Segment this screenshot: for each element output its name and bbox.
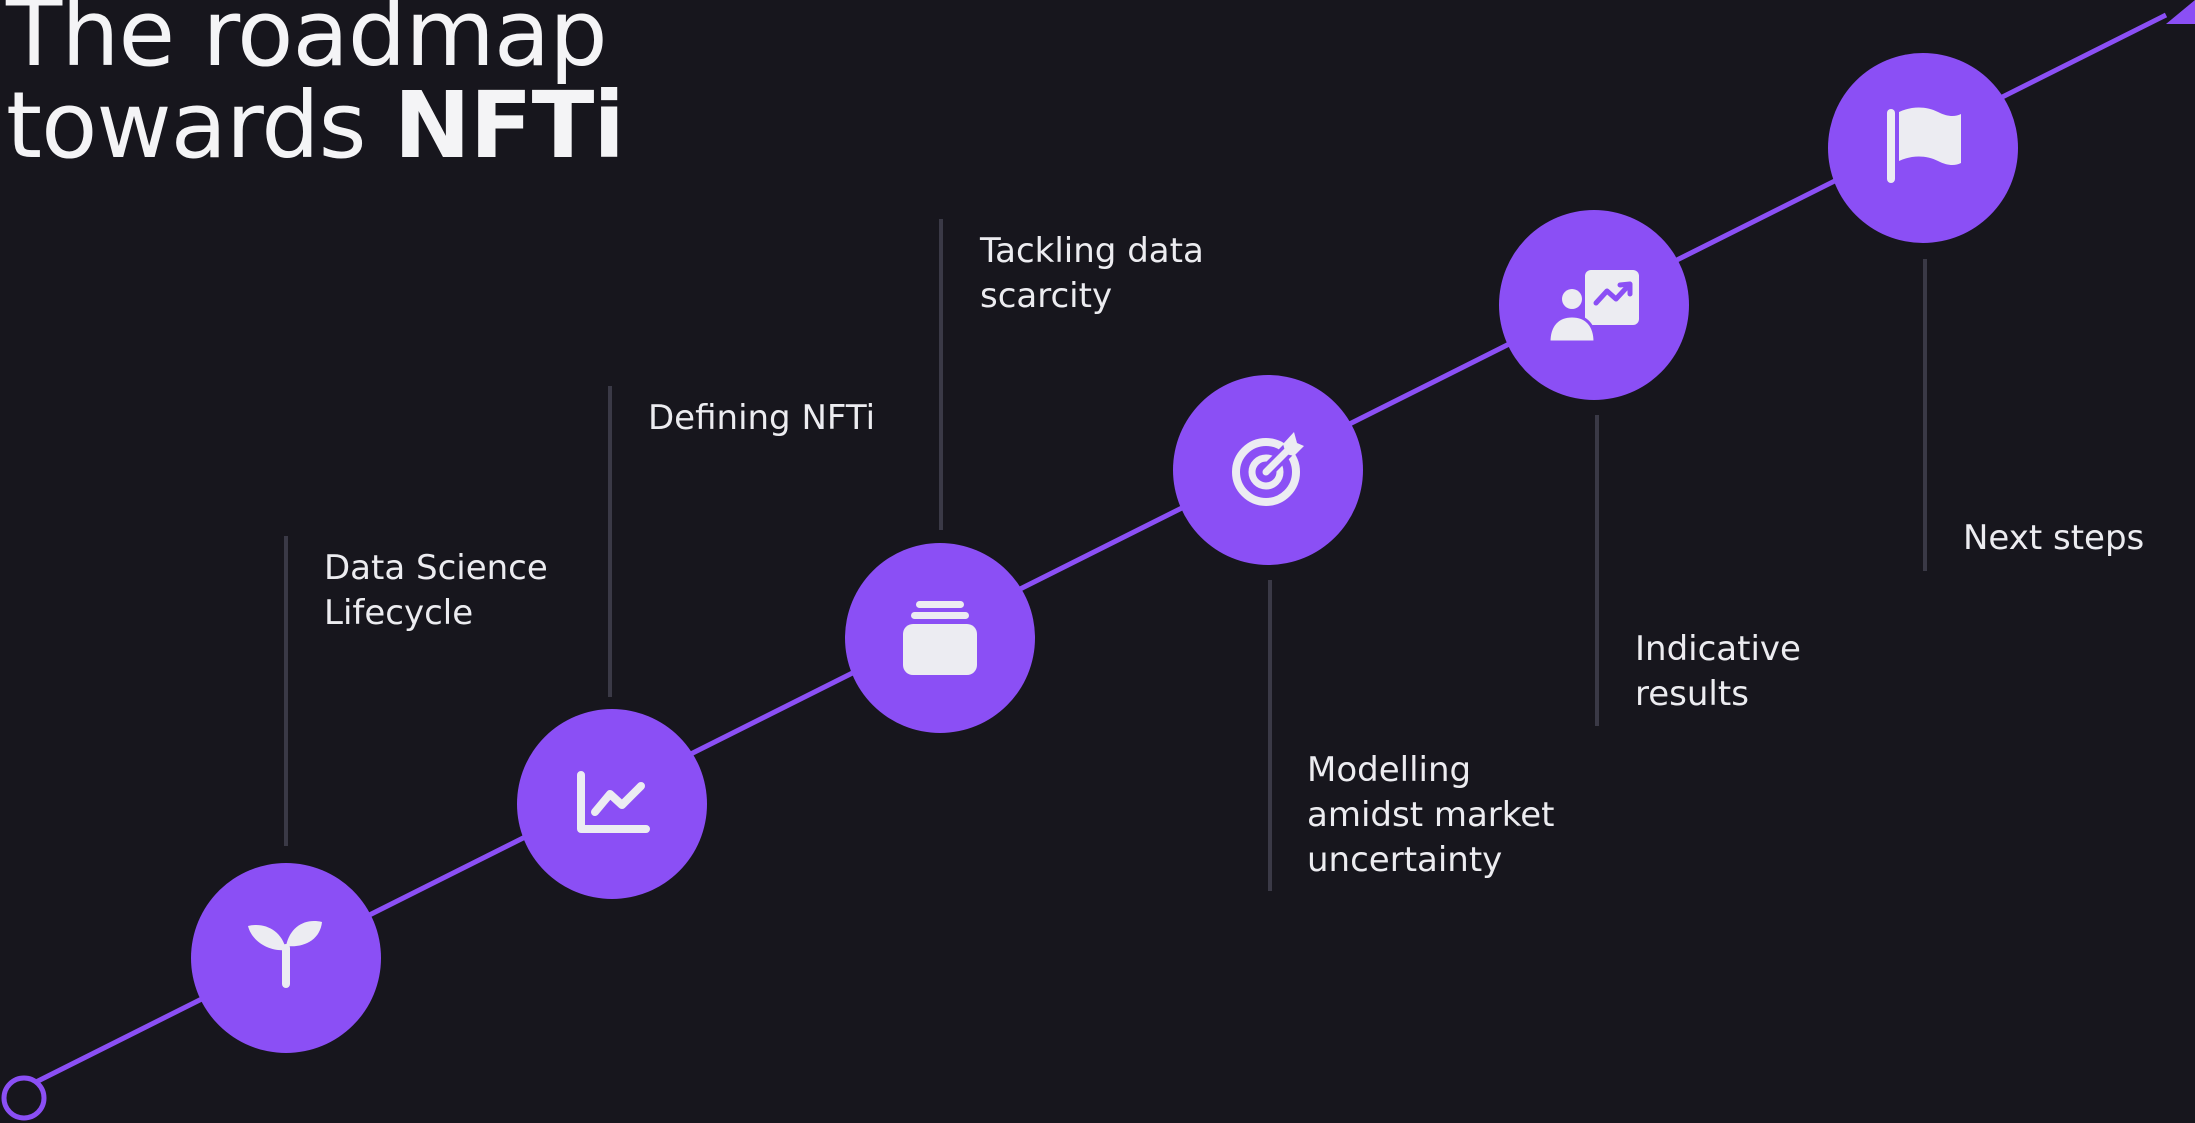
step-5-label: Indicative results [1635,629,1801,714]
presentation-chart-icon [1547,270,1639,344]
title-line-1: The roadmap [6,0,608,87]
step-2-label: Defining NFTi [648,398,876,438]
step-1-node [191,863,381,1053]
step-3-node [845,543,1035,733]
title-line-2-bold: NFTi [393,72,625,179]
title-line-2-regular: towards [6,72,394,179]
flag-icon [1887,107,1961,183]
step-6-label: Next steps [1963,518,2145,558]
step-6-node [1828,53,2018,243]
target-arrow-icon [1232,432,1304,506]
step-1-label: Data Science Lifecycle [324,548,548,633]
step-4-node [1173,375,1363,565]
slide-title: The roadmap towards NFTi [6,0,625,172]
step-5-node [1499,210,1689,400]
step-4-label: Modelling amidst market uncertainty [1307,750,1555,880]
jar-icon [903,601,977,675]
timeline-arrowhead [2166,0,2195,24]
sprout-icon [248,921,322,988]
timeline-start-marker [1,1075,47,1121]
step-2-node [517,709,707,899]
line-chart-icon [577,771,650,833]
timeline-line [34,12,2168,1085]
step-3-label: Tackling data scarcity [980,231,1204,316]
